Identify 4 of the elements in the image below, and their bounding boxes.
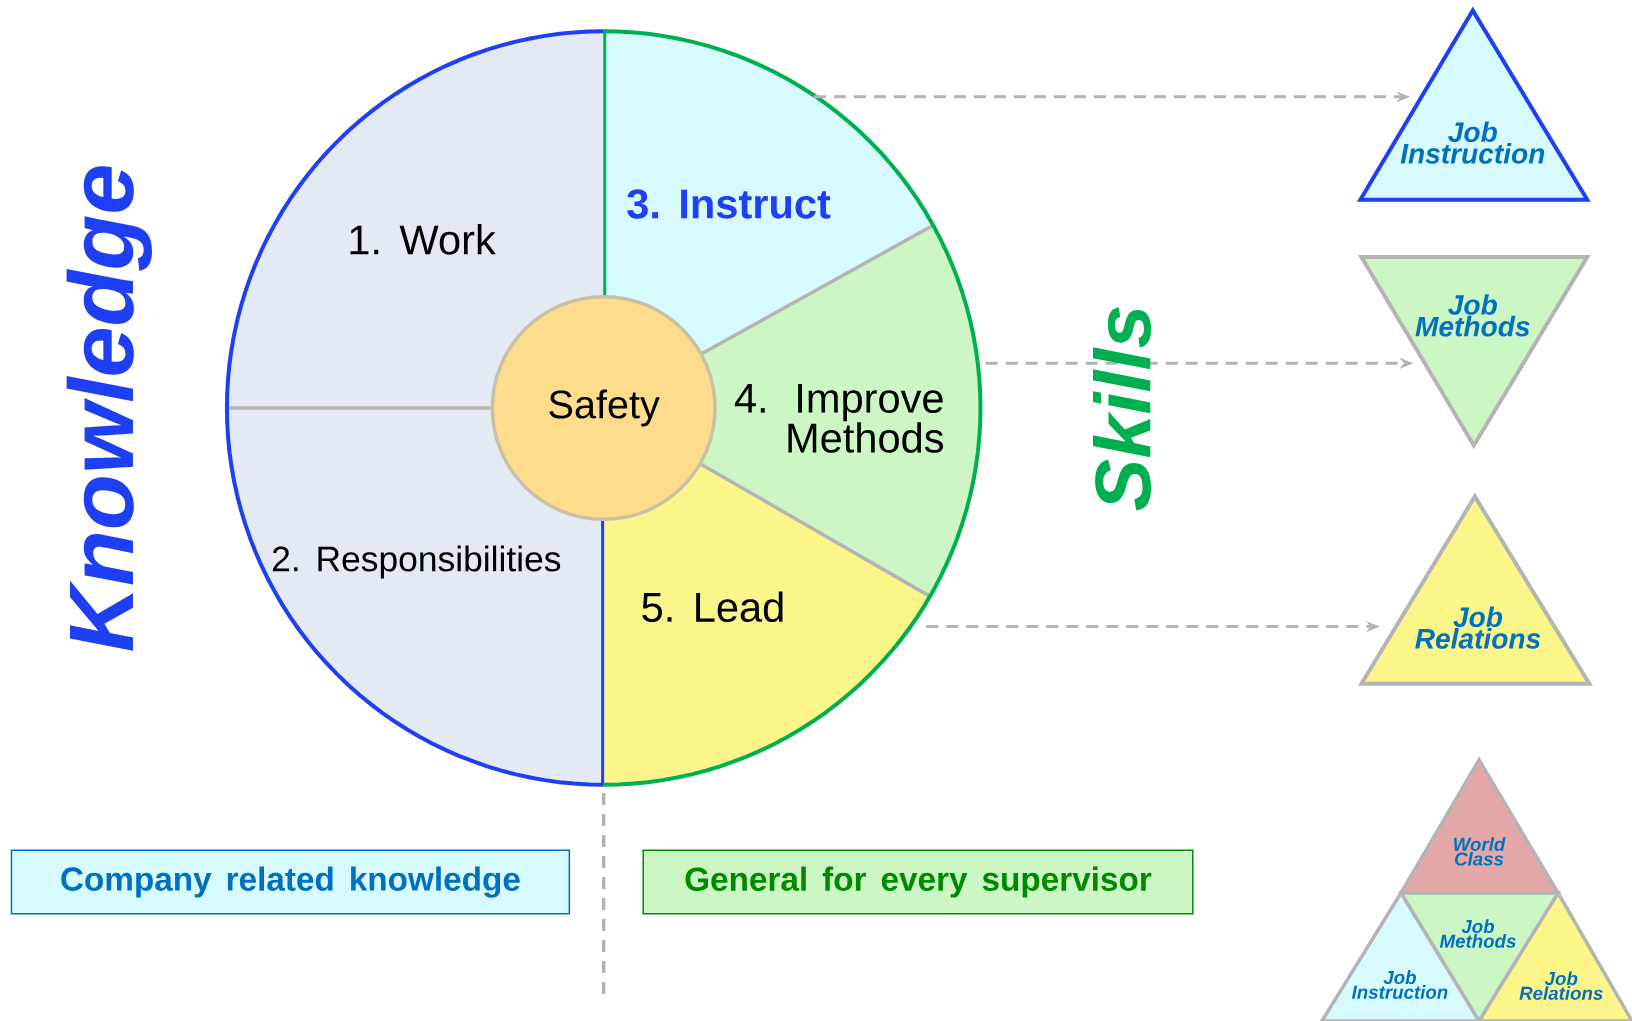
- rotated-heading: Knowledge: [66, 166, 152, 651]
- text-box: Company related knowledge: [10, 849, 571, 915]
- rotated-heading: Skills: [1093, 307, 1152, 511]
- text-box: General for every supervisor: [642, 849, 1194, 915]
